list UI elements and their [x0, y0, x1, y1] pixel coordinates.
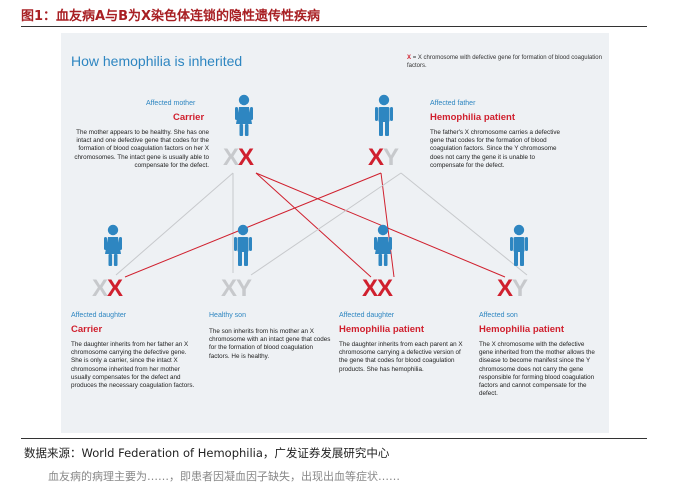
healthy-son-male-icon: [234, 224, 252, 266]
affected-son-chromosomes: XY: [497, 275, 528, 302]
healthy-son-chromosomes: XY: [221, 275, 252, 302]
line-father-y-to-affected-son: [400, 172, 528, 276]
cut-off-body-text: 血友病的病理主要为……，即患者因凝血因子缺失，出现出血等症状……: [48, 470, 400, 483]
mother-description: The mother appears to be healthy. She ha…: [74, 129, 209, 169]
father-description: The father's X chromosome carries a defe…: [430, 129, 560, 169]
mother-chromosome-2: X: [238, 144, 254, 171]
daughter-carrier-role: Affected daughter: [71, 312, 127, 319]
daughter-patient-chromosome-2: X: [377, 275, 393, 302]
inheritance-diagram: [104, 94, 528, 278]
father-chromosome-1: X: [368, 144, 384, 171]
healthy-son-role: Healthy son: [209, 312, 246, 319]
affected-son-male-icon: [510, 224, 528, 266]
line-mother-defective-to-affected-son: [255, 172, 506, 278]
daughter-carrier-description: The daughter inherits from her father an…: [71, 341, 195, 390]
legend-symbol: X: [407, 55, 412, 61]
legend: X = X chromosome with defective gene for…: [407, 54, 607, 70]
affected-son-chromosome-1: X: [497, 275, 513, 302]
daughter-carrier-chromosome-2: X: [107, 275, 123, 302]
daughter-patient-chromosomes: XX: [362, 275, 393, 302]
bottom-rule: [21, 438, 647, 439]
daughter-patient-female-icon: [374, 224, 392, 266]
father-status: Hemophilia patient: [430, 112, 515, 123]
affected-son-status: Hemophilia patient: [479, 324, 564, 335]
affected-son-description: The X chromosome with the defective gene…: [479, 341, 595, 398]
daughter-patient-role: Affected daughter: [339, 312, 395, 319]
daughter-patient-description: The daughter inherits from each parent a…: [339, 341, 463, 373]
source-note: 数据来源：World Federation of Hemophilia，广发证券…: [24, 446, 390, 460]
mother-chromosomes: XX: [223, 144, 254, 171]
diagram-heading: How hemophilia is inherited: [71, 53, 243, 69]
daughter-carrier-chromosomes: XX: [92, 275, 123, 302]
healthy-son-description: The son inherits from his mother an X ch…: [209, 328, 331, 360]
daughter-carrier-status: Carrier: [71, 324, 103, 335]
father-role: Affected father: [430, 100, 476, 107]
diagram-panel: How hemophilia is inherited X = X chromo…: [61, 33, 609, 433]
healthy-son-chromosome-1: X: [221, 275, 237, 302]
mother-role: Affected mother: [146, 100, 196, 107]
line-father-x-to-carrier-daughter: [124, 172, 382, 278]
daughter-patient-status: Hemophilia patient: [339, 324, 424, 335]
father-chromosome-2: Y: [383, 144, 399, 171]
daughter-carrier-chromosome-1: X: [92, 275, 108, 302]
daughter-carrier-female-icon: [104, 224, 122, 266]
mother-chromosome-1: X: [223, 144, 239, 171]
father-chromosomes: XY: [368, 144, 399, 171]
line-mother-defective-to-patient-daughter: [255, 172, 372, 278]
father-male-icon: [375, 94, 393, 136]
affected-son-role: Affected son: [479, 312, 518, 319]
line-father-y-to-healthy-son: [250, 172, 402, 276]
legend-text: = X chromosome with defective gene for f…: [407, 55, 602, 69]
healthy-son-chromosome-2: Y: [236, 275, 252, 302]
line-father-x-to-patient-daughter: [380, 172, 395, 278]
daughter-patient-chromosome-1: X: [362, 275, 378, 302]
mother-female-icon: [235, 94, 253, 136]
mother-status: Carrier: [173, 112, 205, 123]
affected-son-chromosome-2: Y: [512, 275, 528, 302]
line-mother-intact-to-carrier-daughter: [115, 172, 234, 276]
top-rule: [21, 26, 647, 27]
figure-title: 图1：血友病A与B为X染色体连锁的隐性遗传性疾病: [21, 9, 321, 24]
